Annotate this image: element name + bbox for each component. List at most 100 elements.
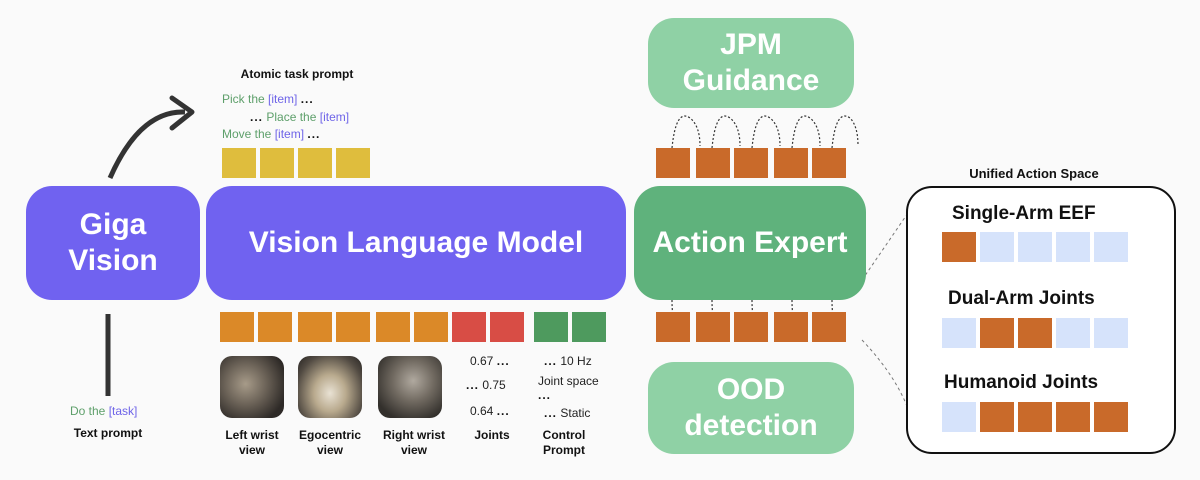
atomic-prompt-title: Atomic task prompt [240,67,354,81]
action-token [812,312,846,342]
atomic-prompt-line-2: ... Place the [item] [250,110,349,124]
single-arm-token [1018,232,1052,262]
atomic-prompt-line-3: Move the [item] ... [222,127,320,141]
vlm-block: Vision Language Model [206,186,626,300]
left-wrist-view-label: Left wrist view [225,428,279,457]
atomic-item-1: [item] [268,92,298,106]
control-prompt-label: Control Prompt [542,428,586,457]
joints-label: Joints [474,428,510,442]
control-dots-1: ... [544,354,558,368]
single-arm-token [1056,232,1090,262]
text-prompt-verb: Do the [70,404,106,418]
action-expert-label: Action Expert [652,226,848,259]
atomic-verb-2: Place the [266,110,317,124]
egocentric-view-label: Egocentric view [298,428,361,457]
jpm-dotted-arcs [671,115,859,149]
giga-vision-block: Giga Vision [26,186,200,300]
control-space: Joint space ... [538,374,606,402]
atomic-prompt-line-1: Pick the [item] ... [222,92,314,106]
control-space-text: Joint space [538,374,599,388]
curved-arrow-head [169,95,195,131]
jpm-guidance-block: JPM Guidance [648,18,854,108]
joint-token [452,312,486,342]
single-arm-label: Single-Arm EEF [952,203,1096,224]
single-arm-token [1094,232,1128,262]
control-static: ... Static [544,406,590,420]
jpm-token [812,148,846,178]
control-freq: ... 10 Hz [544,354,592,368]
jpm-token [774,148,808,178]
humanoid-token [980,402,1014,432]
dual-arm-token [1056,318,1090,348]
joint-value-1-text: 0.67 [470,354,494,368]
atomic-item-2: [item] [319,110,350,124]
single-arm-token [942,232,976,262]
joint-dots-3: ... [496,404,510,418]
control-token [534,312,568,342]
jpm-token [696,148,730,178]
joint-value-3-text: 0.64 [470,404,494,418]
ood-detection-block: OOD detection [648,362,854,454]
control-static-text: Static [560,406,591,420]
jpm-token [656,148,690,178]
action-expert-block: Action Expert [634,186,866,300]
unified-title: Unified Action Space [969,166,1099,181]
humanoid-token [942,402,976,432]
action-token [734,312,768,342]
action-token [774,312,808,342]
right-wrist-view-image [378,356,442,418]
dual-arm-token [980,318,1014,348]
curved-arrow-to-atomic-prompt [107,109,186,180]
egocentric-view-image [298,356,362,418]
giga-vision-label: Giga Vision [68,208,158,277]
joint-value-2: ... 0.75 [466,378,506,392]
joint-value-1: 0.67 ... [470,354,510,368]
atomic-token [260,148,294,178]
atomic-dots-2: ... [250,110,264,124]
atomic-token [298,148,332,178]
text-prompt-label: Text prompt [73,426,143,440]
unified-link-bottom [861,339,913,421]
humanoid-label: Humanoid Joints [944,372,1099,393]
action-token [696,312,730,342]
single-arm-token [980,232,1014,262]
humanoid-token [1018,402,1052,432]
humanoid-token [1094,402,1128,432]
right-wrist-view-label: Right wrist view [383,428,445,457]
atomic-verb-1: Pick the [222,92,265,106]
action-token [656,312,690,342]
vlm-label: Vision Language Model [248,226,584,259]
atomic-token [336,148,370,178]
control-freq-text: 10 Hz [560,354,592,368]
dual-arm-token [942,318,976,348]
vision-token [376,312,410,342]
joint-value-3: 0.64 ... [470,404,510,418]
joint-dots-2: ... [466,378,480,392]
ood-detection-label: OOD detection [684,373,818,442]
vision-token [414,312,448,342]
vision-token [298,312,332,342]
dual-arm-label: Dual-Arm Joints [948,288,1095,309]
vision-token [220,312,254,342]
vision-token [336,312,370,342]
jpm-token [734,148,768,178]
atomic-dots-1: ... [300,92,314,106]
dual-arm-token [1018,318,1052,348]
control-dots-3: ... [544,406,558,420]
humanoid-token [1056,402,1090,432]
joint-token [490,312,524,342]
left-wrist-view-image [220,356,284,418]
vision-token [258,312,292,342]
control-token [572,312,606,342]
atomic-token [222,148,256,178]
control-dots-2: ... [538,388,552,402]
atomic-item-3: [item] [274,127,305,141]
text-prompt: Do the [task] [70,404,137,418]
atomic-verb-3: Move the [222,127,272,141]
dual-arm-token [1094,318,1128,348]
atomic-dots-3: ... [307,127,321,141]
unified-link-top [861,209,911,281]
joint-dots-1: ... [496,354,510,368]
joint-value-2-text: 0.75 [482,378,506,392]
jpm-guidance-label: JPM Guidance [682,28,820,97]
